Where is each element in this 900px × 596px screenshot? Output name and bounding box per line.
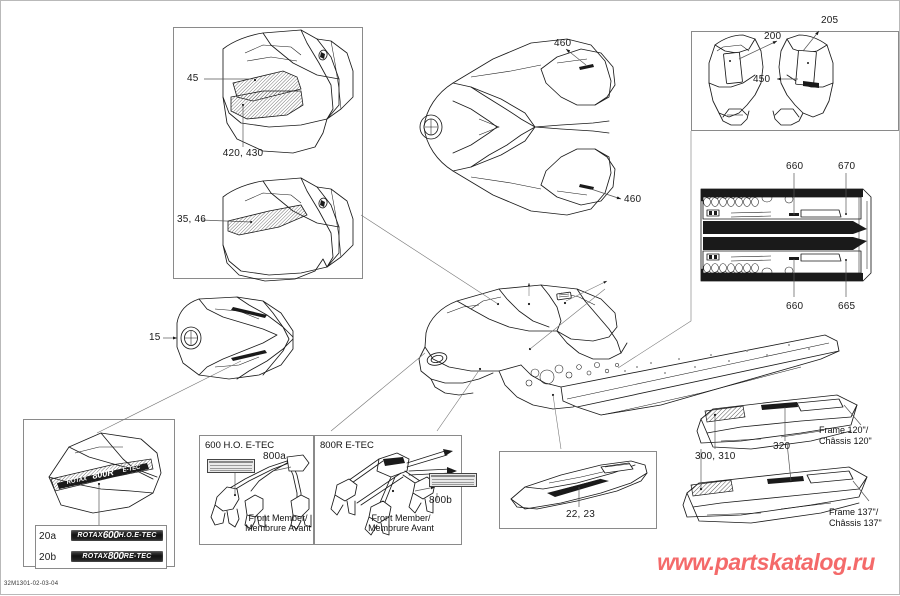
callout-670: 670 — [838, 161, 856, 172]
callout-200: 200 — [764, 31, 782, 42]
panel-title-600: 600 H.O. E-TEC — [205, 440, 275, 451]
panel-engine-600 — [199, 435, 314, 545]
part-hood-top-view — [419, 38, 622, 216]
part-main-assembly — [330, 214, 840, 450]
callout-320: 320 — [773, 441, 791, 452]
decal-600-tech: E-TEC — [134, 532, 157, 539]
callout-800a: 800a — [263, 451, 287, 462]
callout-205: 205 — [821, 15, 839, 26]
decal-600-brand: ROTAX — [77, 532, 103, 539]
decal-800-tech: E-TEC — [129, 553, 152, 560]
part-tunnel-assembly — [617, 131, 872, 369]
callout-15: 15 — [149, 332, 161, 343]
decal-800r-etec: ROTAX 800 R E-TEC — [71, 551, 163, 562]
callout-20a: 20a — [39, 531, 57, 542]
panel-seat-cowl — [499, 451, 657, 529]
callout-460-top: 460 — [554, 38, 572, 49]
decal-600-displacement: 600 — [102, 530, 119, 541]
site-watermark: www.partskatalog.ru — [657, 549, 875, 575]
decal-800-brand: ROTAX — [82, 553, 108, 560]
callout-300-310: 300, 310 — [695, 451, 736, 462]
panel-console-cowl — [691, 31, 899, 131]
callout-420-430: 420, 430 — [222, 148, 264, 159]
callout-460-bottom: 460 — [624, 194, 642, 205]
decal-600-suffix: H.O. — [118, 532, 135, 539]
front-member-label-800: Front Member/ Membrure Avant — [368, 513, 434, 533]
callout-660-top: 660 — [786, 161, 804, 172]
callout-665: 665 — [838, 301, 856, 312]
part-nose-cone — [96, 296, 294, 434]
panel-engine-800 — [314, 435, 462, 545]
front-member-label-600: Front Member/ Membrure Avant — [245, 513, 311, 533]
callout-450: 450 — [753, 74, 771, 85]
decal-800-displacement: 800 — [107, 551, 124, 562]
callout-20b: 20b — [39, 552, 57, 563]
panel-title-800: 800R E-TEC — [320, 440, 374, 451]
callout-35-46: 35, 46 — [177, 214, 207, 225]
decal-800-suffix: R — [123, 553, 130, 560]
callout-45: 45 — [187, 73, 199, 84]
callout-800b: 800b — [429, 495, 453, 506]
warning-label-800b — [429, 473, 477, 487]
warning-label-800a — [207, 459, 255, 473]
frame-137-label: Frame 137"/ Châssis 137" — [829, 507, 882, 528]
frame-120-label: Frame 120"/ Châssis 120" — [819, 425, 872, 446]
callout-660-bottom: 660 — [786, 301, 804, 312]
callout-22-23: 22, 23 — [566, 509, 596, 520]
sheet-code: 32M1301-02-03-04 — [4, 581, 59, 587]
decal-600-ho-etec: ROTAX 600 H.O. E-TEC — [71, 530, 163, 541]
